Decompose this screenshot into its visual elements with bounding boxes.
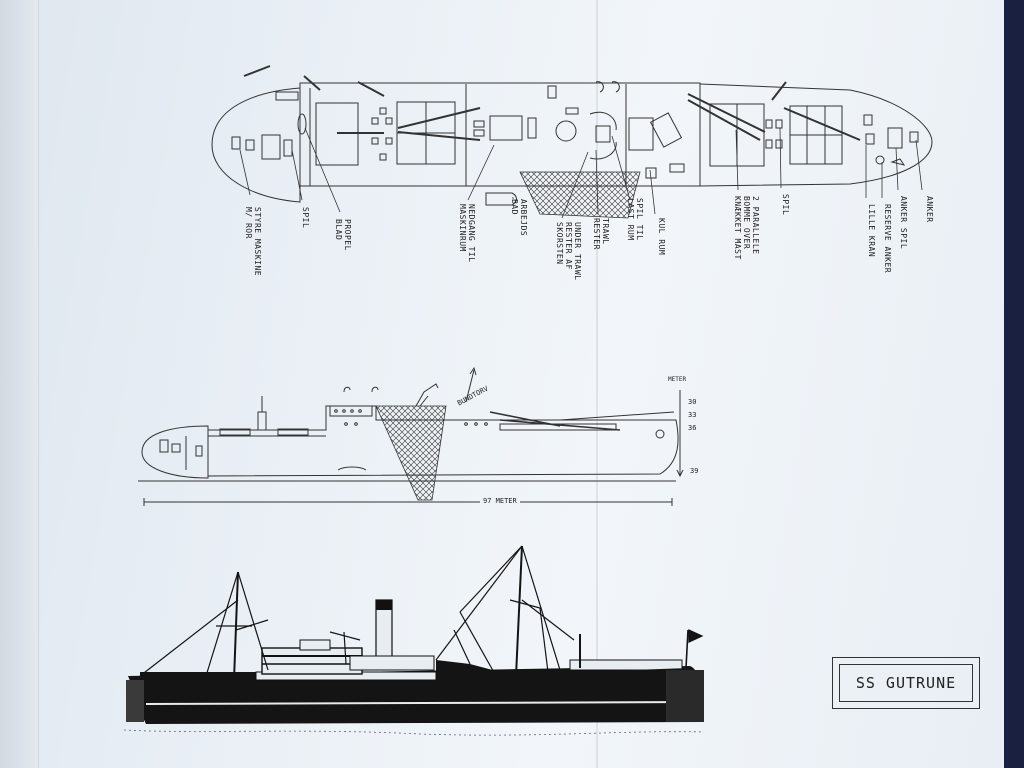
- label-arbejds-bad: ARBEJDS BAD: [510, 199, 528, 237]
- trawl-net-remains-plan: [519, 171, 641, 219]
- work-boat-icon: [485, 192, 517, 206]
- label-lille-kran: LILLE KRAN: [867, 204, 876, 258]
- label-spil-fore: SPIL: [781, 194, 790, 216]
- label-parallelle-bomme: 2 PARALLELE BOMME OVER KNÆKKET MAST: [733, 196, 760, 260]
- depth-mark-39: 39: [690, 467, 699, 475]
- deck-plan: [211, 65, 933, 203]
- center-fold-line: [596, 0, 598, 768]
- hull-profile: [138, 366, 684, 506]
- label-propel-blad: PROPEL BLAD: [334, 219, 352, 251]
- backdrop-edge: [1004, 0, 1024, 768]
- ship-photo-rigging: [139, 545, 704, 681]
- label-depth-unit: METER: [668, 376, 687, 383]
- depth-mark-30: 30: [688, 398, 697, 406]
- label-length: 97 METER: [480, 497, 520, 505]
- label-under-trawl: UNDER TRAWL RESTER AF SKORSTEN: [555, 222, 582, 281]
- ship-name: SS GUTRUNE: [839, 664, 973, 702]
- label-reserve-anker: RESERVE ANKER: [883, 204, 892, 274]
- label-spil-til-lastrum: SPIL TIL LAST RUM: [626, 198, 644, 241]
- label-spil-aft: SPIL: [301, 207, 310, 229]
- ship-photo-silhouette: [126, 599, 704, 724]
- plan-leader-lines: [239, 127, 923, 219]
- folded-page-edge: [0, 0, 39, 768]
- depth-mark-36: 36: [688, 424, 697, 432]
- trawl-net-profile: [375, 405, 447, 501]
- label-kul-rum: KUL RUM: [657, 218, 666, 256]
- depth-mark-33: 33: [688, 411, 697, 419]
- label-nedgang: NEDGANG TIL MASKINRUM: [458, 204, 476, 263]
- label-styre-maskine: STYRE MASKINE M/ ROR: [244, 207, 262, 277]
- label-trawl-rester: TRAWL RESTER: [592, 218, 610, 250]
- ship-name-plate: SS GUTRUNE: [832, 657, 980, 709]
- label-anker-spil: ANKER SPIL: [899, 196, 908, 250]
- water-surface: [123, 729, 705, 736]
- label-anker: ANKER: [925, 196, 934, 223]
